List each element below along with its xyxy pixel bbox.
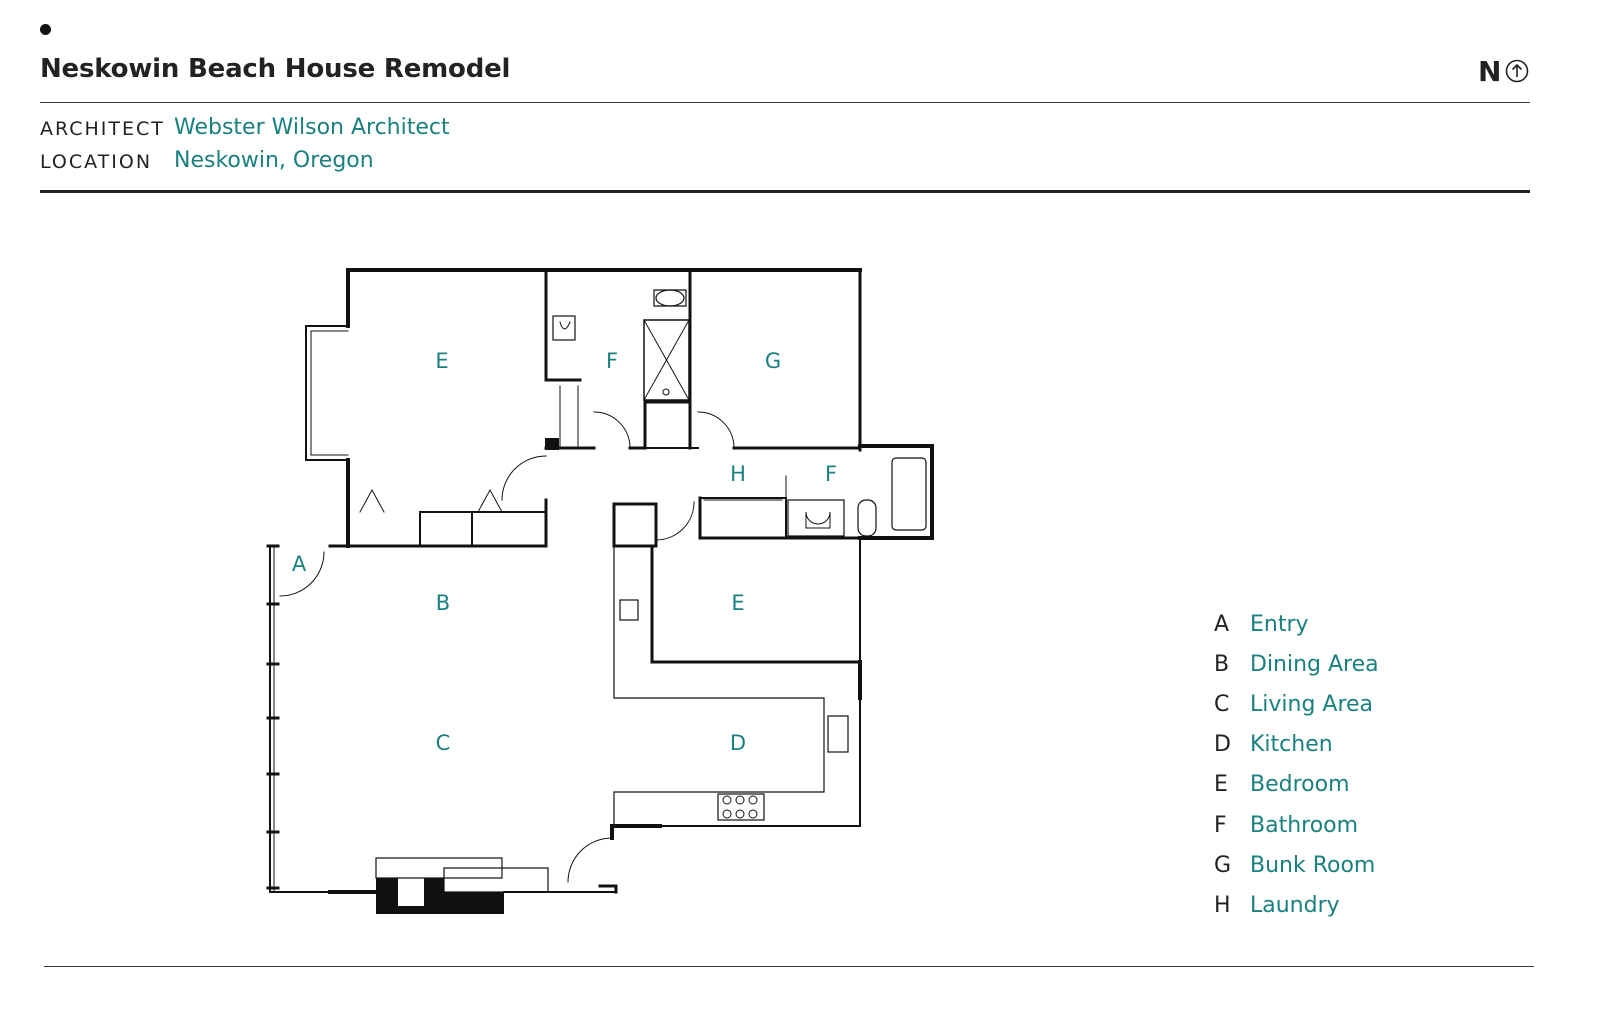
room-label-b: B <box>436 591 450 615</box>
section-divider <box>40 190 1530 193</box>
legend-item: D Kitchen <box>1210 725 1379 765</box>
architect-label: ARCHITECT <box>40 118 165 140</box>
room-label-h: H <box>730 462 746 486</box>
legend-name: Entry <box>1250 611 1309 637</box>
architect-value: Webster Wilson Architect <box>174 115 450 140</box>
location-value: Neskowin, Oregon <box>174 148 374 173</box>
legend-key: C <box>1214 691 1230 717</box>
plan-walls <box>266 268 934 914</box>
legend-key: G <box>1214 852 1232 878</box>
legend-item: G Bunk Room <box>1210 845 1379 885</box>
legend-key: D <box>1214 732 1231 758</box>
room-labels: E F G H F A B E C D <box>292 349 837 755</box>
room-label-c: C <box>436 731 451 755</box>
legend-name: Kitchen <box>1250 732 1333 758</box>
legend-key: H <box>1214 892 1231 918</box>
legend-name: Bedroom <box>1250 772 1350 798</box>
legend-item: A Entry <box>1210 604 1379 644</box>
room-label-g: G <box>765 349 781 373</box>
page-title: Neskowin Beach House Remodel <box>40 54 511 84</box>
room-legend: A Entry B Dining Area C Living Area D Ki… <box>1210 604 1379 926</box>
legend-name: Laundry <box>1250 892 1340 918</box>
legend-key: E <box>1214 772 1228 798</box>
legend-item: E Bedroom <box>1210 765 1379 805</box>
room-label-e-lower: E <box>731 591 744 615</box>
legend-name: Dining Area <box>1250 651 1379 677</box>
room-label-e-upper: E <box>435 349 448 373</box>
legend-key: B <box>1214 651 1230 677</box>
north-label: N <box>1478 54 1502 88</box>
legend-name: Bunk Room <box>1250 852 1376 878</box>
room-label-a: A <box>292 552 307 576</box>
room-label-d: D <box>730 731 746 755</box>
legend-key: F <box>1214 812 1227 838</box>
legend-key: A <box>1214 611 1230 637</box>
header-divider <box>40 102 1530 103</box>
legend-item: B Dining Area <box>1210 644 1379 684</box>
location-label: LOCATION <box>40 151 153 173</box>
bullet-dot <box>40 24 51 35</box>
legend-item: C Living Area <box>1210 684 1379 724</box>
legend-item: H Laundry <box>1210 885 1379 925</box>
room-label-f-east: F <box>825 462 837 486</box>
legend-name: Living Area <box>1250 691 1374 717</box>
room-label-f-upper: F <box>606 349 618 373</box>
legend-name: Bathroom <box>1250 812 1359 838</box>
north-arrow-icon <box>1506 59 1529 83</box>
north-indicator: N <box>1478 54 1529 88</box>
footer-divider <box>44 966 1534 967</box>
legend-item: F Bathroom <box>1210 805 1379 845</box>
